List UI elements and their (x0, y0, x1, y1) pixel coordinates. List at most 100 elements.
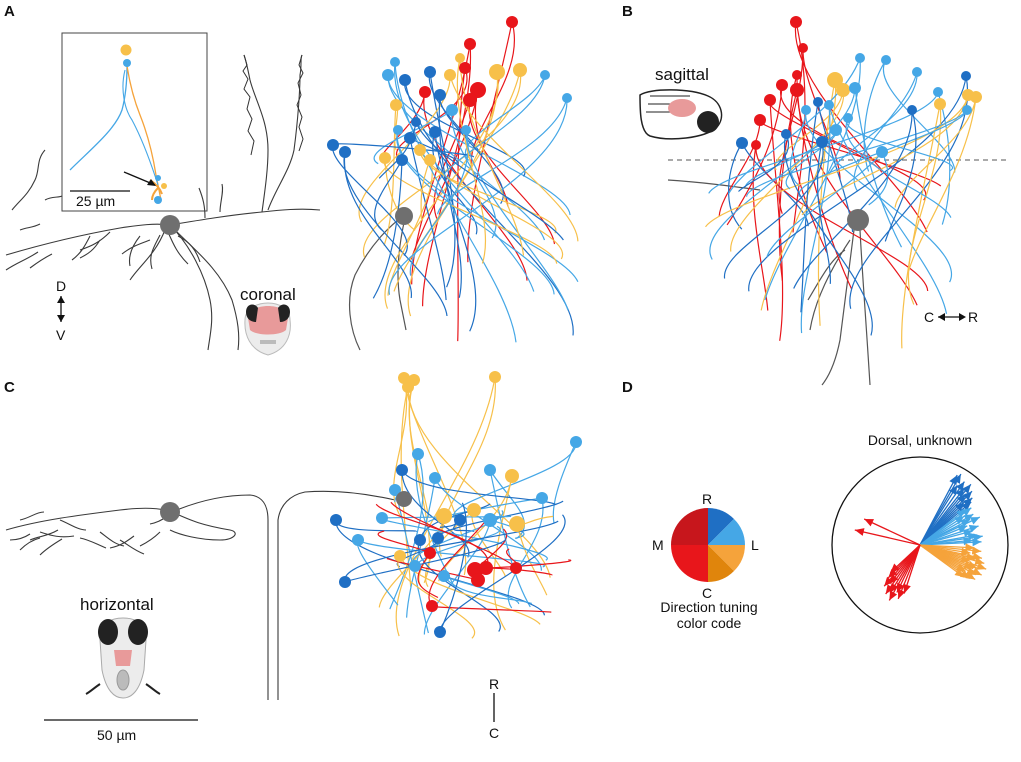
panel-c-neurite (439, 502, 467, 633)
panel-a-soma (411, 117, 421, 127)
panel-c-gray-soma (396, 491, 412, 507)
panel-c-neurite (397, 555, 476, 639)
panel-c-soma (408, 374, 420, 386)
axis-c-label-b: C (924, 309, 934, 325)
compass-arrowhead-red (854, 528, 865, 536)
compass-title: Dorsal, unknown (868, 432, 972, 448)
panel-c-neurite (356, 539, 399, 606)
panel-b-neurite (937, 91, 951, 225)
panel-c-neurite (439, 514, 566, 633)
panel-b-soma (907, 105, 917, 115)
panel-c-soma (510, 562, 522, 574)
compass-arrowhead-blue (962, 491, 972, 501)
panel-b-neurite (738, 133, 789, 192)
pie-darkred-slice (671, 508, 708, 545)
panel-b-soma (827, 72, 843, 88)
panel-c-soma (376, 512, 388, 524)
pie-label-m: M (652, 537, 664, 553)
axis-cr-arrows (938, 313, 966, 321)
pie-darkorange-slice (708, 545, 734, 582)
pie-label-c: C (702, 585, 712, 601)
panel-a-soma (429, 126, 441, 138)
compass-arrowhead-red (884, 576, 894, 587)
panel-a-neurite (384, 157, 416, 231)
panel-a-neurite (456, 57, 487, 264)
panel-c-soma (489, 371, 501, 383)
panel-c-neurite (489, 469, 526, 540)
compass-arrowhead-blue (961, 507, 972, 517)
panel-c-neurite (552, 441, 577, 524)
panel-a-neurite (383, 157, 558, 264)
panel-a-soma (444, 69, 456, 81)
panel-c-neurite (516, 523, 548, 596)
panel-a-soma (461, 125, 471, 135)
panel-c-neurite (407, 386, 551, 578)
panel-d: D R M L C Direction tuning color code Do… (622, 379, 1009, 634)
compass-arrowhead-blue (957, 525, 968, 533)
compass-vector-blue (919, 530, 973, 546)
axis-dv-arrows (57, 296, 65, 322)
panel-b-neurite (801, 94, 969, 216)
pie-blue-slice (708, 508, 734, 545)
compass-arrowhead-blue (961, 502, 972, 511)
compass-arrowhead-orange (976, 562, 987, 570)
axis-c-label-c: C (489, 725, 499, 741)
panel-b-neurite (828, 71, 918, 176)
panel-b-neurite (846, 117, 954, 172)
panel-b-neurite (709, 87, 856, 260)
panel-c-soma (426, 600, 438, 612)
panel-c-soma (414, 534, 426, 546)
panel-a-neurite (373, 109, 453, 165)
panel-a-gray-neuron (5, 54, 321, 351)
panel-c-neurite (485, 559, 572, 569)
panel-b-neurite (854, 87, 903, 248)
panel-c-neurite (417, 539, 501, 632)
panel-c-soma (484, 464, 496, 476)
axis-d-label: D (56, 278, 66, 294)
panel-b-neurite (816, 141, 831, 284)
panel-c-neurite (423, 519, 491, 635)
panel-a-neurite (358, 74, 451, 223)
panel-b-soma (934, 98, 946, 110)
panel-a-soma (327, 139, 339, 151)
pie-label-l: L (751, 537, 759, 553)
panel-b-gray-neurites (667, 179, 871, 386)
panel-b-soma (830, 124, 842, 136)
panel-c-soma (424, 547, 436, 559)
panel-b-neurite (907, 103, 942, 305)
panel-c-soma (429, 472, 441, 484)
panel-a-soma (463, 93, 477, 107)
compass-arrowhead-blue (973, 533, 983, 542)
panel-a-soma (424, 66, 436, 78)
compass-vector-red (854, 529, 921, 546)
panel-a-neurite (435, 74, 546, 197)
panel-c-neurite (428, 514, 491, 607)
pie-lightblue-slice (708, 519, 745, 545)
panel-a-neurite (388, 97, 568, 295)
panel-a-neurite (374, 159, 403, 232)
panel-c-soma (396, 464, 408, 476)
panel-a-neurite (437, 97, 568, 215)
panel-b-soma (961, 71, 971, 81)
compass-circle (831, 456, 1009, 634)
panel-c-neurite (414, 525, 501, 567)
panel-a-neurite (372, 159, 403, 299)
panel-b-neurite (759, 119, 942, 187)
panel-a-soma (459, 62, 471, 74)
panel-c-neurite (428, 497, 543, 523)
panel-a-soma (424, 154, 436, 166)
pie-caption-line2: color code (677, 615, 742, 631)
panel-b-neurite (868, 151, 889, 206)
panel-b-neurite (760, 79, 837, 311)
panel-b-soma (754, 114, 766, 126)
panel-a-neurite (396, 129, 555, 295)
panel-b-soma (736, 137, 748, 149)
panel-c-soma (398, 372, 410, 384)
panel-c-soma (438, 570, 450, 582)
panel-b-neurite (908, 96, 977, 272)
panel-a-soma (506, 16, 518, 28)
panel-a-neurite (438, 94, 462, 298)
panel-a-soma (455, 53, 465, 63)
panel-c-neurite (344, 537, 507, 583)
panel-b-neurite (884, 109, 917, 242)
